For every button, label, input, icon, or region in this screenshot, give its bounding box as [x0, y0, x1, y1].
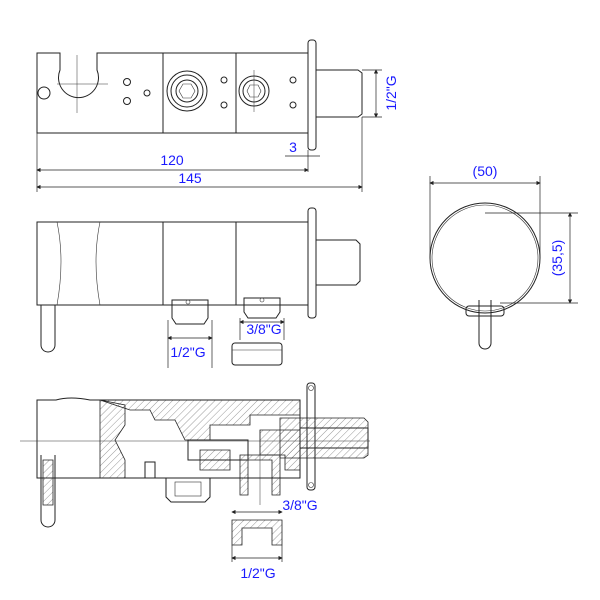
diameter-label: (50): [473, 163, 498, 179]
section-inlet-label: 1/2"G: [240, 565, 275, 581]
section-view: 3/8"G 1/2"G: [20, 382, 370, 581]
total-length-label: 145: [178, 170, 202, 186]
offset-label: (35,5): [549, 240, 565, 277]
screw-hole-icon: [37, 86, 51, 100]
thread-label: 1/2"G: [383, 75, 399, 110]
section-outlet-label: 3/8"G: [282, 497, 317, 513]
inlet-label: 1/2"G: [170, 344, 205, 360]
top-view: 1/2"G 3 120 145: [36, 39, 399, 192]
flange-dim-label: 3: [289, 139, 297, 155]
side-view: 1/2"G 3/8"G: [36, 207, 361, 368]
body-length-label: 120: [160, 152, 184, 168]
end-view: (50) (35,5): [429, 163, 578, 350]
outlet-label: 3/8"G: [246, 321, 281, 337]
